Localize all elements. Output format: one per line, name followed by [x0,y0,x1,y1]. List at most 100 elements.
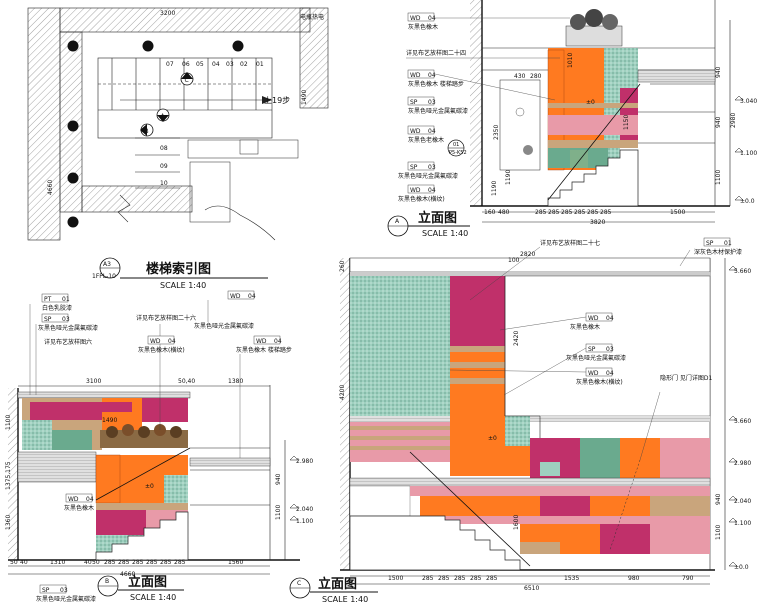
elev-a-right-dims: 940 2980 940 1100 3.040 1.100 ±0.0 [715,20,757,206]
svg-text:01: 01 [62,296,70,303]
svg-text:03: 03 [62,316,70,323]
svg-text:详见布艺放样图六: 详见布艺放样图六 [44,338,92,346]
svg-text:C: C [297,580,301,587]
svg-text:40: 40 [20,559,28,566]
svg-text:6510: 6510 [524,585,539,592]
svg-text:285: 285 [160,559,172,566]
svg-text:3820: 3820 [590,219,605,226]
svg-text:1100: 1100 [715,525,722,540]
svg-text:260: 260 [339,260,346,272]
svg-text:40: 40 [84,559,92,566]
svg-text:1.100: 1.100 [734,520,751,527]
svg-text:WD: WD [410,15,421,22]
stair-plan: 3200 电瓶热电 1490 4660 07 06 05 04 03 02 01… [27,7,329,290]
svg-text:940: 940 [275,473,282,485]
svg-text:深灰色木材保护漆: 深灰色木材保护漆 [694,248,742,256]
section-marker-c: C [180,72,194,86]
elev-b-bottom-dims: 50 40 1310 40 50 285 285 285 285 285 285… [8,559,270,578]
svg-text:±0.0: ±0.0 [740,198,755,205]
plan-step-02: 02 [240,61,248,68]
svg-text:A: A [161,113,166,120]
svg-text:WD: WD [68,496,79,503]
section-marker-a: A [156,108,170,122]
svg-text:SP: SP [44,316,52,323]
svg-text:±0: ±0 [145,483,154,490]
svg-text:285: 285 [438,575,450,582]
svg-text:2.980: 2.980 [296,458,313,465]
svg-text:2820: 2820 [520,251,535,258]
svg-text:285: 285 [174,559,186,566]
plan-step-07: 07 [166,61,174,68]
svg-text:1150: 1150 [623,115,630,130]
svg-text:04: 04 [428,15,436,22]
svg-text:A: A [395,218,400,225]
svg-text:灰黑色橡木(横纹): 灰黑色橡木(横纹) [576,378,623,386]
svg-text:04: 04 [428,72,436,79]
plan-scale: SCALE 1:40 [160,281,206,290]
svg-text:1190: 1190 [505,170,512,185]
svg-text:04: 04 [428,187,436,194]
svg-text:±0: ±0 [488,435,497,442]
svg-text:285: 285 [574,209,586,216]
plan-title-sheet: 1FPL-10 [92,273,116,280]
svg-text:WD: WD [410,128,421,135]
svg-text:01: 01 [453,142,459,148]
svg-text:285: 285 [561,209,573,216]
svg-text:285: 285 [146,559,158,566]
svg-text:灰黑色橡木 楼梯踏步: 灰黑色橡木 楼梯踏步 [236,346,292,354]
svg-text:WD: WD [150,338,161,345]
svg-text:WD: WD [230,293,241,300]
svg-text:980: 980 [628,575,640,582]
svg-text:03: 03 [428,164,436,171]
svg-text:2.040: 2.040 [734,498,751,505]
plan-step-10: 10 [160,180,168,187]
svg-text:285: 285 [132,559,144,566]
elev-b-right-dims: 940 1100 2.980 2.040 1.100 [275,440,313,560]
elev-a-title: 立面图 [418,210,457,226]
svg-text:5.660: 5.660 [734,268,751,275]
elevation-b: 1490 ±0 PT 01 白色乳胶漆 [5,290,313,603]
plan-step-08: 08 [160,145,168,152]
svg-text:940: 940 [715,493,722,505]
elevation-a: ±0 WD 04 灰黑色橡木 详见布艺放样图二十四 WD 04 灰黑色橡木 楼梯… [387,0,757,238]
svg-text:285: 285 [548,209,560,216]
svg-text:04: 04 [274,338,282,345]
svg-text:04: 04 [248,293,256,300]
svg-text:280: 280 [530,73,542,80]
svg-text:灰黑色橡木: 灰黑色橡木 [64,504,94,512]
svg-text:WD: WD [410,72,421,79]
svg-text:1380: 1380 [228,378,243,385]
elev-b-tags: PT 01 白色乳胶漆 SP 03 灰黑色哑光金属氟碳漆 详见布艺放样图六 WD… [29,290,292,603]
svg-text:1.100: 1.100 [296,518,313,525]
svg-text:285: 285 [422,575,434,582]
svg-text:790: 790 [682,575,694,582]
svg-text:1500: 1500 [670,209,685,216]
elevation-c: ±0 1600 详见布艺放样图二十七 SP 01 深灰色木材保护漆 [289,237,751,604]
svg-text:1490: 1490 [102,417,117,424]
svg-text:285: 285 [470,575,482,582]
svg-text:285: 285 [486,575,498,582]
svg-text:2980: 2980 [730,113,737,128]
elev-b-scale: SCALE 1:40 [130,593,176,602]
svg-text:5.660: 5.660 [734,418,751,425]
svg-text:285: 285 [104,559,116,566]
svg-text:1560: 1560 [228,559,243,566]
svg-text:285: 285 [118,559,130,566]
elev-c-tags: 详见布艺放样图二十七 SP 01 深灰色木材保护漆 WD 04 灰黑色橡木 SP… [449,237,742,461]
plan-dim-top: 3200 [160,10,175,17]
svg-text:03: 03 [60,587,68,594]
svg-text:1100: 1100 [715,170,722,185]
svg-text:100: 100 [508,257,520,264]
svg-text:P5-K52: P5-K52 [449,150,467,156]
svg-text:940: 940 [715,116,722,128]
plan-title: 楼梯索引图 [146,261,211,277]
svg-text:灰黑色哑光金属氟碳漆: 灰黑色哑光金属氟碳漆 [566,354,626,362]
elev-c-title: 立面图 [318,576,357,592]
svg-text:灰黑色哑光金属氟碳漆: 灰黑色哑光金属氟碳漆 [38,324,98,332]
svg-text:285: 285 [600,209,612,216]
svg-text:灰黑色橡木(横纹): 灰黑色橡木(横纹) [398,195,445,203]
svg-text:1360: 1360 [5,515,12,530]
elev-a-scale: SCALE 1:40 [422,229,468,238]
elev-b-title: 立面图 [128,574,167,590]
